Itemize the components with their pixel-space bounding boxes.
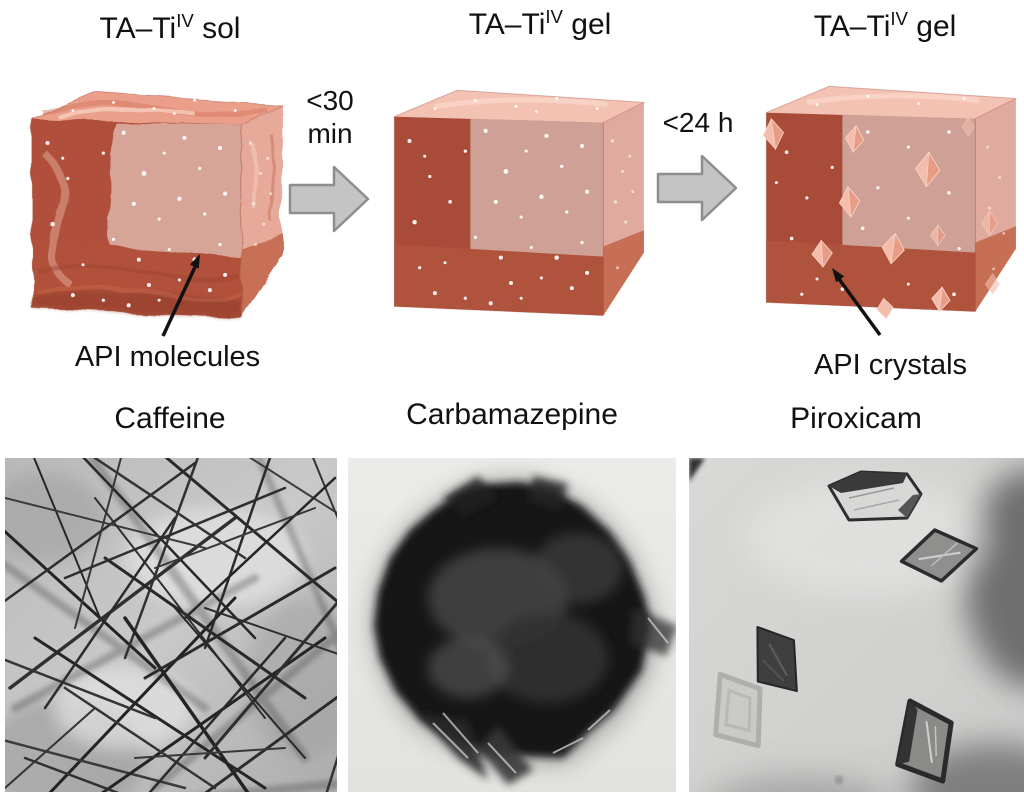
stage-title-gel2-sup: IV [890,8,908,29]
api-molecule-dots [407,96,635,306]
stage-title-sol-suffix: sol [193,12,241,45]
transition-2-label: <24 h [663,106,734,139]
stage-title-sol-sup: IV [176,10,194,31]
stage-title-gel-2: TA–TiIV gel [745,8,1024,44]
annotation-arrow-icon [832,268,882,337]
transition-gel-to-crystals: <24 h [648,106,748,224]
micrograph-piroxicam [689,458,1024,792]
stage-title-sol-base: TA–Ti [99,12,177,45]
transition-1-line1: <30 [306,85,354,116]
stage-title-gel-1: TA–TiIV gel [400,6,680,42]
api-molecule-dots [774,94,1006,297]
stage-title-gel2-base: TA–Ti [813,10,891,43]
crystal-ghost-lower-left [713,671,763,749]
rhombic-crystals [713,470,979,784]
api-crystals-group [762,116,1001,320]
api-molecule-dots [45,98,273,308]
right-arrow-icon [288,165,370,233]
debris-dot [835,776,843,784]
transition-1-label: <30 min [306,84,354,150]
stage-title-gel1-sup: IV [545,6,563,27]
spherulite-aggregate [372,476,676,785]
stage-title-sol: TA–TiIV sol [30,10,310,46]
stage-title-gel2-suffix: gel [907,10,957,43]
annotation-api-molecules: API molecules [74,341,261,373]
right-arrow-icon [656,154,738,222]
needle-crystals [5,458,337,792]
crystal-lower-right [895,698,954,784]
crystal-upper-right [899,528,979,583]
micrograph-caffeine [5,458,337,792]
annotation-api-crystals: API crystals [813,349,968,381]
corner-artifact [689,458,705,482]
transition-sol-to-gel: <30 min [284,84,376,235]
transition-2-line1: <24 h [662,107,734,138]
annotation-arrow-icon [161,254,200,337]
micrograph-label-caffeine: Caffeine [114,402,226,435]
micrograph-label-carbamazepine: Carbamazepine [406,398,618,431]
stage-title-gel1-base: TA–Ti [468,8,546,41]
crystal-mid-left [756,625,798,693]
crystal-top-center [827,470,923,522]
sol-cube-illustration [31,91,284,319]
micrograph-label-piroxicam: Piroxicam [790,402,922,435]
micrograph-carbamazepine [348,458,676,792]
transition-1-line2: min [307,118,353,150]
stage-title-gel1-suffix: gel [562,8,612,41]
api-crystal-arrow-target [811,239,833,269]
gel-cube-illustration [393,89,646,317]
crystal-cube-illustration [762,85,1018,320]
